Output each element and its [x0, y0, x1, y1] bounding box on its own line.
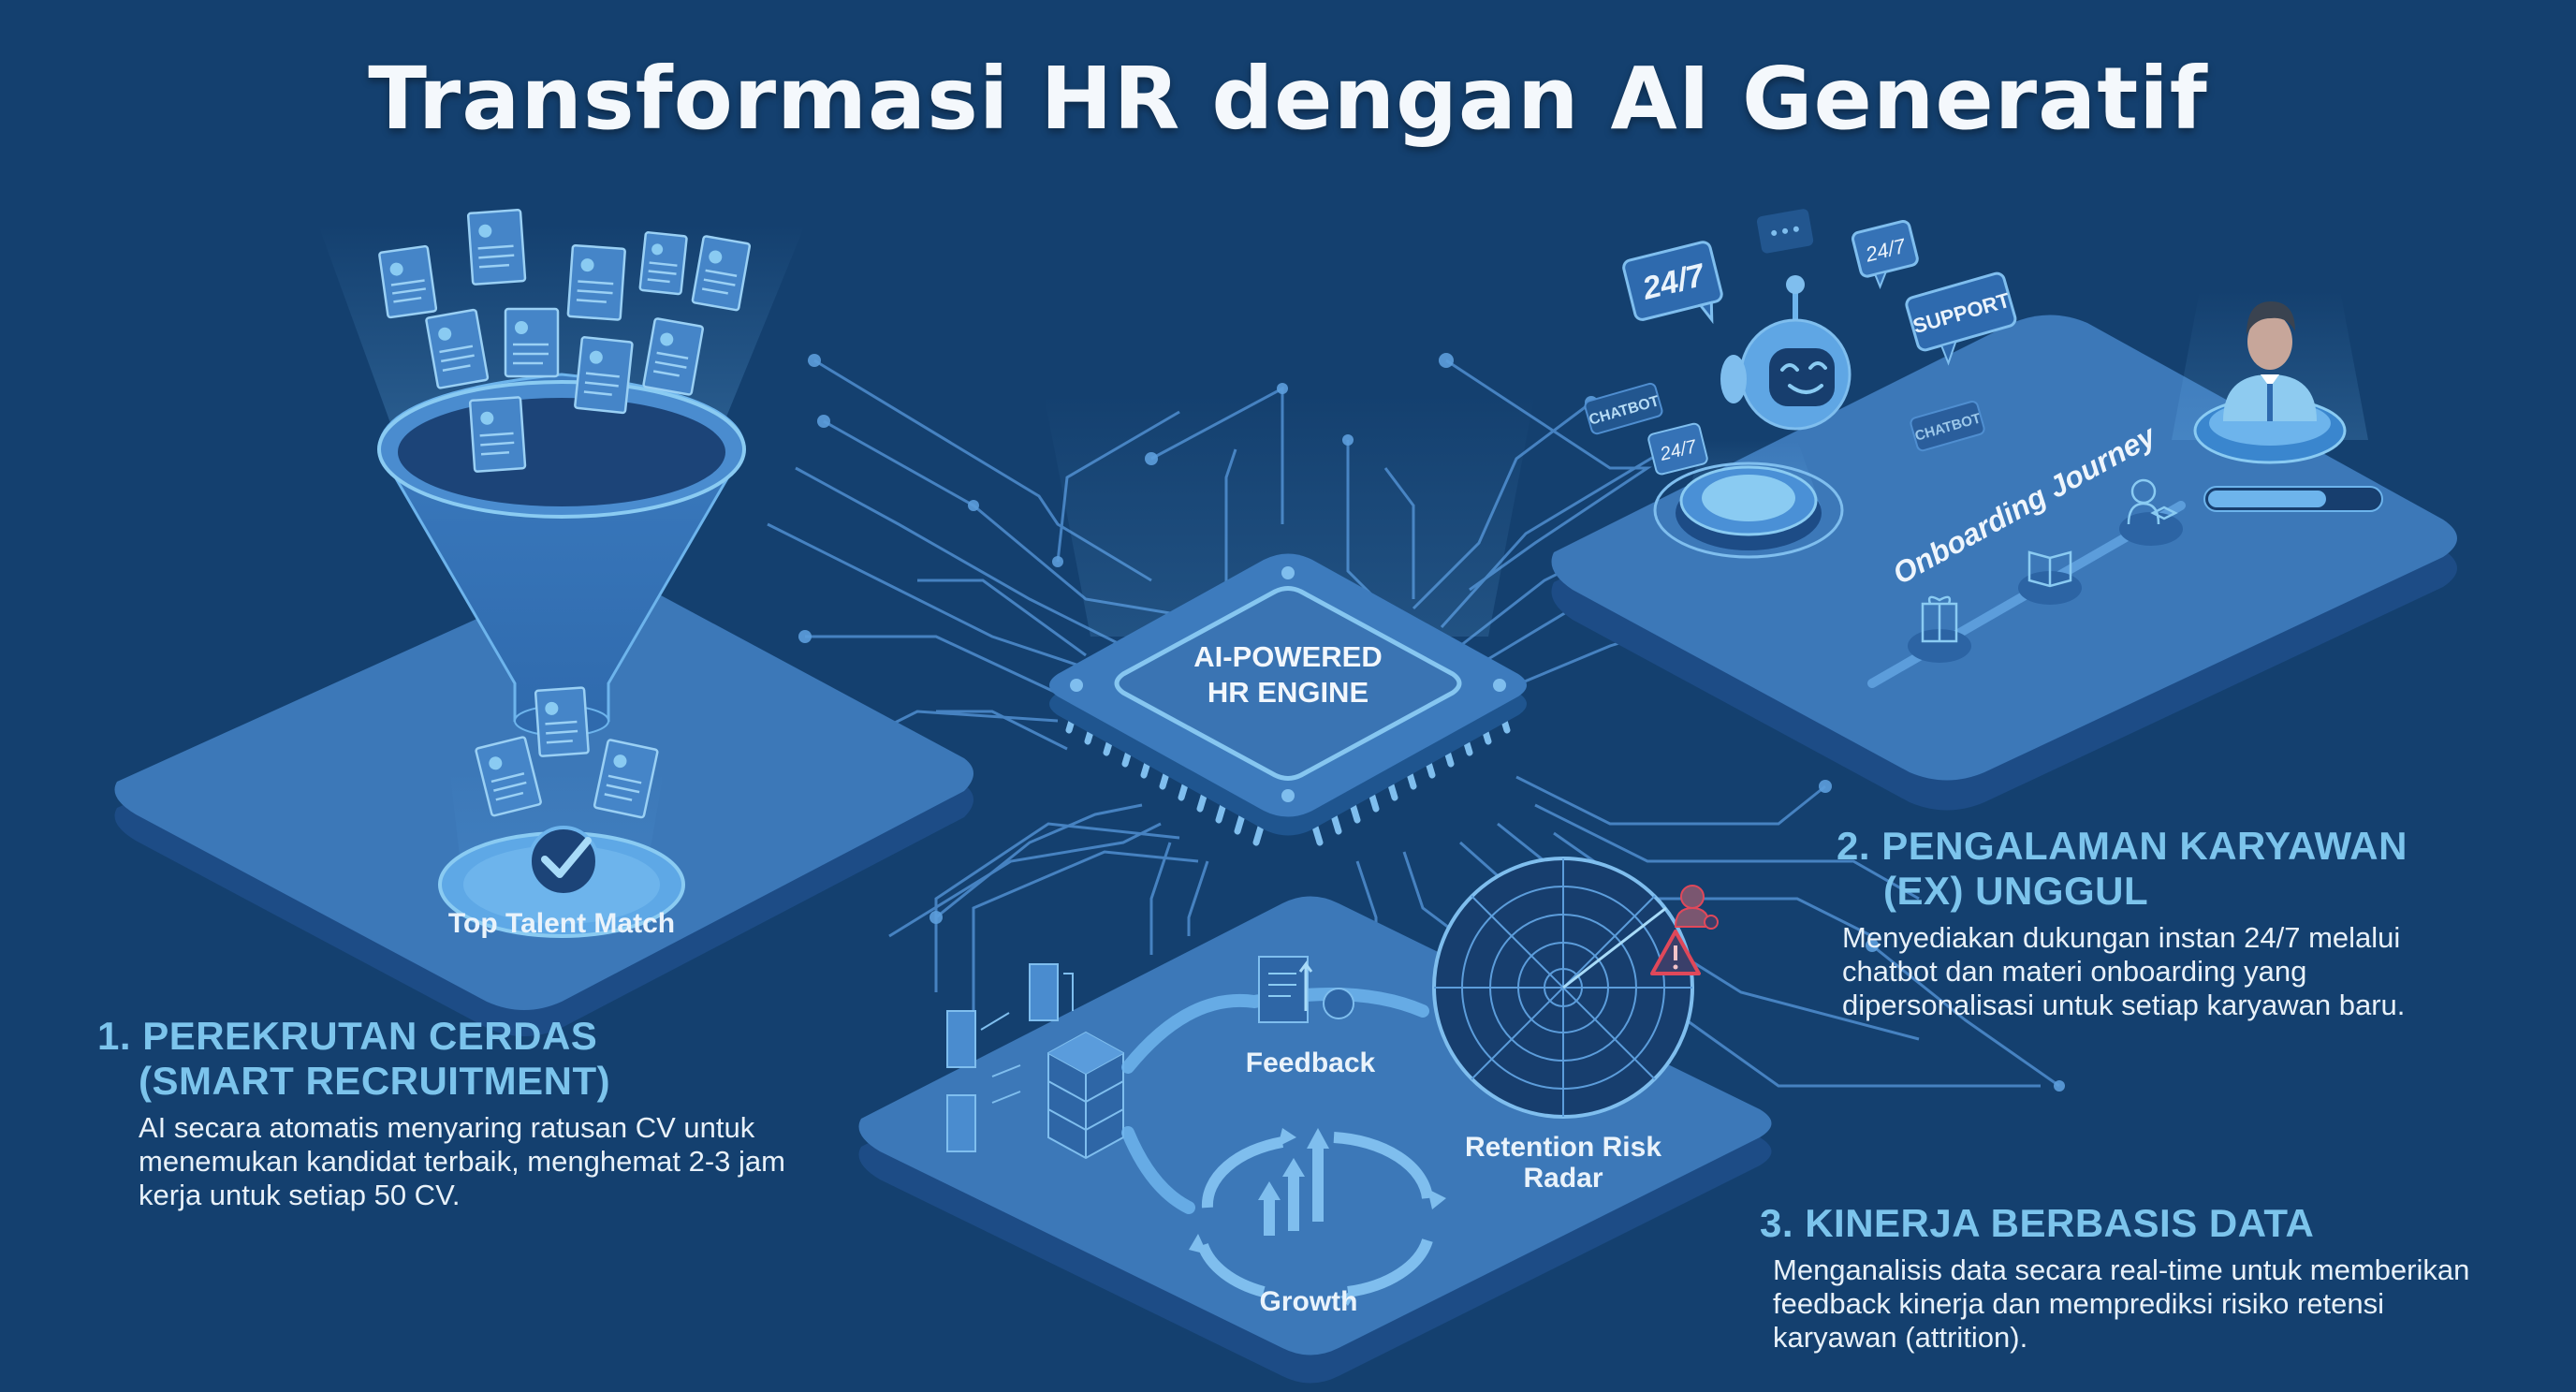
bubble-24-7-small-bottom: 24/7 [1647, 422, 1708, 476]
server-database-icon [1047, 1031, 1124, 1160]
section-employee-experience: 2. PENGALAMAN KARYAWAN(EX) UNGGUL Menyed… [1837, 824, 2492, 1022]
employee-box-icon [2119, 478, 2183, 546]
section-1-body: AI secara atomatis menyaring ratusan CV … [139, 1111, 785, 1211]
bubble-chatbot-left: CHATBOT [1584, 382, 1663, 435]
feedback-label: Feedback [1246, 1048, 1376, 1078]
radar-label-line1: Retention Risk [1465, 1132, 1661, 1163]
section-3-body: Menganalisis data secara real-time untuk… [1773, 1253, 2470, 1354]
section-smart-recruitment: 1. PEREKRUTAN CERDAS(SMART RECRUITMENT) … [97, 1014, 809, 1212]
top-talent-match-label: Top Talent Match [448, 908, 675, 939]
section-1-heading: 1. PEREKRUTAN CERDAS(SMART RECRUITMENT) [97, 1014, 611, 1103]
at-risk-employee-icon [1674, 885, 1719, 930]
checkmark-badge-icon [528, 826, 599, 897]
chip-label-line2: HR ENGINE [1208, 676, 1368, 709]
data-flow-arc [1121, 988, 1429, 1074]
section-2-body: Menyediakan dukungan instan 24/7 melalui… [1842, 921, 2406, 1021]
radar-label-line2: Radar [1523, 1163, 1603, 1194]
ai-hr-engine-chip: AI-POWERED HR ENGINE [1044, 393, 1535, 846]
growth-arrows-icon [1189, 1128, 1446, 1306]
section-data-driven-performance: 3. KINERJA BERBASIS DATA Menganalisis da… [1760, 1201, 2471, 1355]
bubble-support: SUPPORT [1905, 271, 2017, 366]
gift-icon [1908, 595, 1971, 663]
alert-warning-icon [1650, 930, 1701, 975]
chip-label-line1: AI-POWERED [1193, 640, 1383, 673]
bubble-24-7-small-top: 24/7 [1851, 219, 1919, 289]
book-icon [2018, 550, 2082, 605]
bubble-typing [1756, 209, 1814, 254]
growth-label: Growth [1260, 1286, 1358, 1317]
onboarding-progress-bar [2203, 486, 2383, 512]
cv-documents [378, 209, 752, 819]
page-title: Transformasi HR dengan AI Generatif [368, 49, 2208, 149]
bubble-chatbot-right: CHATBOT [1910, 401, 1985, 452]
feedback-chart-icon [1258, 956, 1354, 1023]
growth-cycle-icon [1197, 1132, 1433, 1297]
new-employee-avatar [2172, 290, 2368, 464]
section-3-heading: 3. KINERJA BERBASIS DATA [1760, 1201, 2315, 1245]
retention-risk-radar-icon [1432, 857, 1694, 1119]
chatbot-robot-icon [1653, 275, 1852, 559]
section-2-heading: 2. PENGALAMAN KARYAWAN(EX) UNGGUL [1837, 824, 2408, 913]
data-documents-icon [946, 963, 1074, 1152]
chat-bubbles: 24/7 24/7 SUPPORT CHATBOT 24/7 CHATBOT [1584, 209, 2017, 476]
funnel-icon [377, 373, 746, 737]
bubble-24-7-large: 24/7 [1622, 241, 1723, 325]
